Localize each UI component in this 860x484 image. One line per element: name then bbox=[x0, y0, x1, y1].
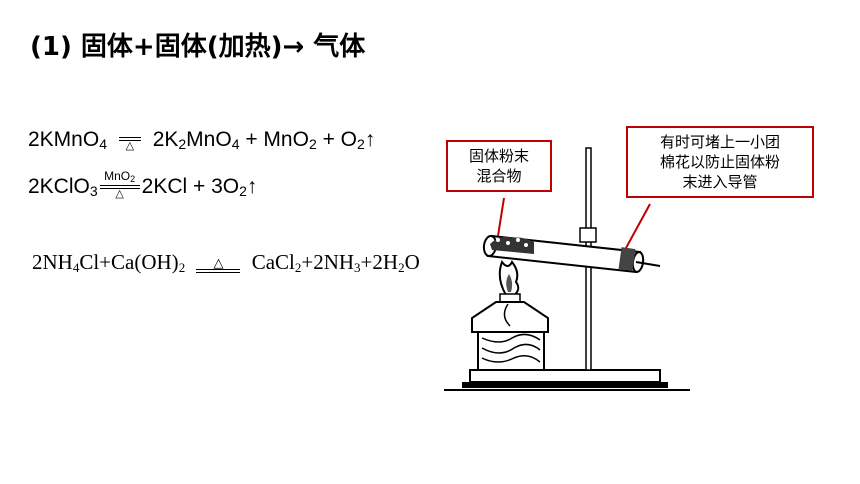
wooden-block bbox=[477, 331, 545, 371]
eq2-reactant: 2KClO bbox=[28, 175, 90, 198]
stand-base bbox=[469, 369, 661, 383]
flame bbox=[498, 259, 520, 299]
callout-powder-mixture: 固体粉末 混合物 bbox=[446, 140, 552, 192]
eq1-reactant: 2KMnO bbox=[28, 128, 100, 151]
equation-kmno4: 2KMnO4 △ 2K2MnO4 + MnO2 + O2↑ bbox=[28, 128, 376, 152]
eq1-condition: △ bbox=[118, 129, 141, 152]
eq3-condition: △ bbox=[196, 256, 241, 273]
clamp bbox=[579, 227, 597, 243]
cotton-plug bbox=[618, 247, 661, 271]
powder-mixture bbox=[490, 236, 534, 254]
equation-kclo3: 2KClO3 MnO2 △ 2KCl + 3O2↑ bbox=[28, 169, 258, 200]
callout-cotton-plug: 有时可堵上一小团 棉花以防止固体粉 末进入导管 bbox=[626, 126, 814, 198]
page-title: (1) 固体+固体(加热)→ 气体 bbox=[30, 32, 366, 62]
equation-nh4cl: 2NH4Cl+Ca(OH)2 △ CaCl2+2NH3+2H2O bbox=[32, 250, 420, 275]
callout-right-pointer bbox=[625, 203, 651, 249]
alcohol-lamp bbox=[471, 293, 549, 333]
eq2-condition: MnO2 △ bbox=[99, 170, 140, 200]
callout-left-pointer bbox=[497, 197, 505, 237]
